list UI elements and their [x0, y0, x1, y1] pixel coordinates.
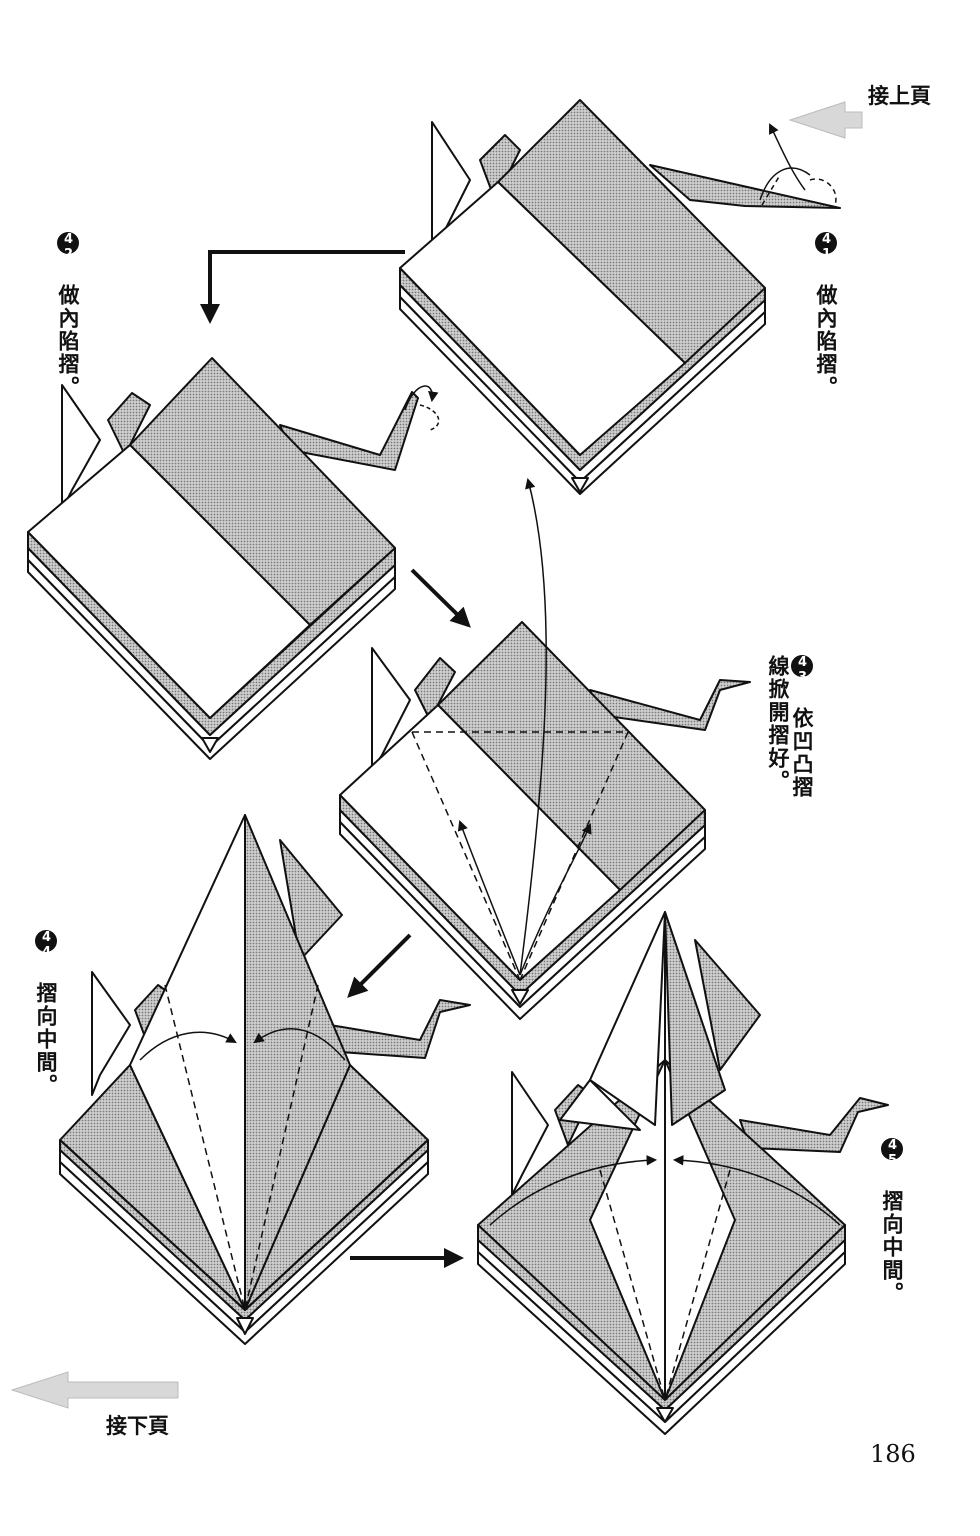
- step-44-label: 44 摺向中間。: [34, 930, 58, 1097]
- arrow-43-to-44: [347, 933, 412, 998]
- step-42-text: 做內陷摺。: [56, 284, 80, 399]
- step-44-figure: [59, 814, 471, 1345]
- step-42-label: 42 做內陷摺。: [56, 232, 80, 399]
- step-43-label: 43 依凹凸摺線掀開摺好。: [766, 655, 814, 815]
- page-number: 186: [870, 1440, 916, 1468]
- step-44-text: 摺向中間。: [34, 982, 58, 1097]
- step-45-text: 摺向中間。: [880, 1190, 904, 1305]
- step-43-text: 依凹凸摺線掀開摺好。: [766, 655, 814, 799]
- arrow-42-to-43: [410, 568, 471, 628]
- step-42-number: 42: [57, 232, 79, 262]
- step-41-label: 41 做內陷摺。: [814, 232, 838, 399]
- step-43-crease-lines: [411, 731, 629, 981]
- step-45-crease-lines: [599, 1169, 731, 1401]
- step-41-fold-arrows: [759, 123, 837, 206]
- step-43-fold-arrows: [457, 477, 592, 976]
- step-45-number: 45: [881, 1138, 903, 1168]
- step-41-figure: [399, 99, 841, 495]
- nav-arrow-to-next: [10, 1371, 179, 1409]
- step-41-text: 做內陷摺。: [814, 284, 838, 399]
- continue-from-prev-label: 接上頁: [868, 84, 931, 108]
- step-45-fold-arrows: [489, 1155, 841, 1226]
- step-43-figure: [339, 621, 751, 1020]
- step-45-figure: [477, 911, 889, 1435]
- step-42-figure: [27, 357, 419, 760]
- step-44-fold-arrows: [139, 1028, 346, 1061]
- step-43-number: 43: [791, 655, 813, 685]
- continue-to-next-label: 接下頁: [106, 1414, 169, 1438]
- step-44-crease-lines: [164, 984, 319, 1311]
- step-42-fold-arrows: [404, 385, 440, 431]
- step-44-number: 44: [35, 930, 57, 960]
- step-41-number: 41: [815, 232, 837, 262]
- arrow-41-to-42: [200, 250, 405, 324]
- nav-arrow-from-prev: [788, 101, 863, 139]
- step-45-label: 45 摺向中間。: [880, 1138, 904, 1305]
